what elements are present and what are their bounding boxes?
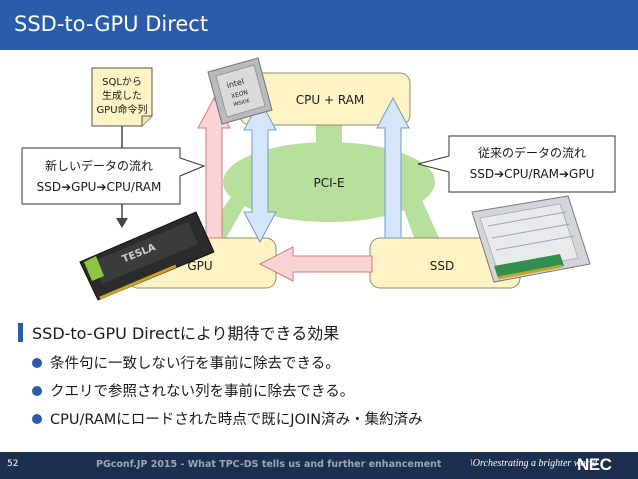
ssd-to-cpu-arrow — [376, 96, 410, 239]
footer-tagline: \Orchestrating a brighter world — [470, 458, 598, 469]
effect-item-text: クエリで参照されない列を事前に除去できる。 — [50, 384, 355, 400]
bullet-dot-icon — [32, 413, 42, 424]
cpu-chip-brand: intel — [226, 77, 245, 90]
gpu-card-image: TESLA — [79, 211, 215, 301]
note-arrowhead — [116, 218, 128, 228]
effect-item-text: CPU/RAMにロードされた時点で既にJOIN済み・集約済み — [50, 412, 423, 428]
ssd-label: SSD — [430, 259, 454, 273]
footer-bar: 52 PGconf.JP 2015 - What TPC-DS tells us… — [0, 452, 638, 479]
slide-title: SSD-to-GPU Direct — [14, 12, 209, 36]
effect-item: CPU/RAMにロードされた時点で既にJOIN済み・集約済み — [32, 408, 618, 429]
title-bar: SSD-to-GPU Direct — [0, 0, 638, 50]
page-number: 52 — [7, 459, 19, 469]
new-flow-path: SSD➔GPU➔CPU/RAM — [37, 180, 162, 194]
effects-heading-text: SSD-to-GPU Directにより期待できる効果 — [32, 324, 340, 343]
effects-heading: SSD-to-GPU Directにより期待できる効果 — [18, 320, 618, 344]
cpu-ram-box: CPU + RAM — [239, 72, 411, 126]
new-flow-title: 新しいデータの流れ — [45, 158, 153, 173]
ssd-card-image — [471, 195, 591, 283]
bullet-dot-icon — [32, 357, 42, 368]
bullet-dot-icon — [32, 385, 42, 396]
effects-section: SSD-to-GPU Directにより期待できる効果 条件句に一致しない行を事… — [18, 320, 618, 436]
architecture-diagram: PCI-E CPU + RAM GPU SSD intel XEON INSID… — [21, 57, 616, 301]
ssd-to-gpu-arrow — [258, 246, 373, 282]
heading-marker — [18, 322, 23, 342]
cpu-gpu-legacy-arrow — [243, 98, 277, 244]
footer-conference: PGconf.JP 2015 - What TPC-DS tells us an… — [96, 459, 442, 470]
sql-note: SQLから 生成した GPU命令列 — [91, 67, 153, 127]
legacy-flow-title: 従来のデータの流れ — [478, 145, 586, 160]
effect-item-text: 条件句に一致しない行を事前に除去できる。 — [50, 356, 340, 372]
ssd-box: SSD — [369, 237, 521, 289]
legacy-flow-path: SSD➔CPU/RAM➔GPU — [470, 167, 595, 181]
sql-note-line-2: 生成した — [102, 89, 142, 102]
cpu-chip-image: intel XEON INSIDE — [207, 57, 273, 125]
legacy-flow-callout: 従来のデータの流れ SSD➔CPU/RAM➔GPU — [417, 135, 616, 193]
cpu-chip-series: INSIDE — [233, 98, 251, 108]
sql-note-line-3: GPU命令列 — [96, 103, 147, 116]
cpu-chip-model: XEON — [230, 89, 248, 100]
nec-logo: NEC — [577, 455, 612, 474]
pci-e-label: PCI-E — [313, 176, 344, 190]
cpu-ram-label: CPU + RAM — [296, 93, 365, 107]
effect-item: クエリで参照されない列を事前に除去できる。 — [32, 380, 618, 401]
sql-note-line-1: SQLから — [102, 76, 142, 88]
effect-item: 条件句に一致しない行を事前に除去できる。 — [32, 352, 618, 373]
gpu-label: GPU — [187, 259, 212, 273]
new-flow-callout: 新しいデータの流れ SSD➔GPU➔CPU/RAM — [21, 147, 206, 205]
